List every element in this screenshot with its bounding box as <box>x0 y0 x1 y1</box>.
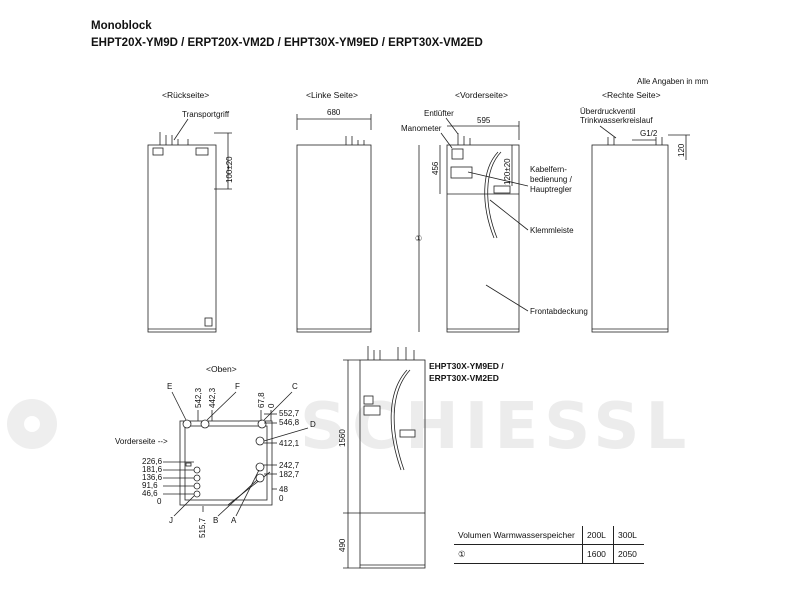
right-view-title: <Rechte Seite> <box>602 90 661 100</box>
front-456-dim: 456 <box>431 161 440 175</box>
remote-label-3: Hauptregler <box>530 185 572 194</box>
front-view: <Vorderseite> Entlüfter Manometer 595 45… <box>401 90 588 333</box>
table-row: ① 1600 2050 <box>454 544 644 564</box>
right-dim-412: 412,1 <box>279 439 300 448</box>
right-120-dim: 120 <box>677 143 686 157</box>
left-side-view: <Linke Seite> 680 <box>296 90 372 333</box>
table-cell: 2050 <box>613 544 644 564</box>
g12-label: G1/2 <box>640 129 658 138</box>
fitting-letter-j: J <box>169 516 173 525</box>
left-dim-136: 136,6 <box>142 473 163 482</box>
terminal-label: Klemmleiste <box>530 226 574 235</box>
relief-valve-label-1: Überdruckventil <box>580 107 636 116</box>
table-row: Volumen Warmwasserspeicher 200L 300L <box>454 526 644 545</box>
rear-view: <Rückseite> Transportgriff 100±20 <box>147 90 234 333</box>
left-dim-46: 46,6 <box>142 489 158 498</box>
front-cover-label: Frontabdeckung <box>530 307 588 316</box>
front-width-dim: 595 <box>477 116 491 125</box>
right-dim-546: 546,8 <box>279 418 300 427</box>
fitting-letter-d: D <box>310 420 316 429</box>
right-dim-242: 242,7 <box>279 461 300 470</box>
model-label-1: EHPT30X-YM9ED / <box>429 361 504 371</box>
diagram-subtitle: EHPT20X-YM9D / ERPT20X-VM2D / EHPT30X-YM… <box>91 37 483 49</box>
volume-table: Volumen Warmwasserspeicher 200L 300L ① 1… <box>454 526 644 564</box>
left-dim-181: 181,6 <box>142 465 163 474</box>
diagram-title: Monoblock <box>91 20 152 32</box>
top-dim-0: 0 <box>267 403 276 408</box>
top-dim-67: 67,8 <box>257 392 266 408</box>
remote-label-1: Kabelfern- <box>530 165 567 174</box>
right-dim-552: 552,7 <box>279 409 300 418</box>
left-depth-dim: 680 <box>327 108 341 117</box>
table-cell: ① <box>454 544 583 564</box>
fitting-letter-f: F <box>235 382 240 391</box>
left-view-title: <Linke Seite> <box>306 90 358 100</box>
left-dim-91: 91,6 <box>142 481 158 490</box>
top-view: <Oben> 542,3 442,3 67,8 0 E F C D 552,7 … <box>115 364 316 538</box>
model-label-2: ERPT30X-VM2ED <box>429 373 499 383</box>
left-dim-226: 226,6 <box>142 457 163 466</box>
units-note: Alle Angaben in mm <box>637 77 708 86</box>
fitting-letter-c: C <box>292 382 298 391</box>
remote-label-2: bedienung / <box>530 175 573 184</box>
table-cell: 300L <box>613 526 644 545</box>
relief-valve-label-2: Trinkwasserkreislauf <box>580 116 653 125</box>
rear-view-title: <Rückseite> <box>162 90 209 100</box>
watermark: SCHIESSL <box>7 390 692 464</box>
top-dim-542: 542,3 <box>194 387 203 408</box>
top-dim-442: 442,3 <box>208 387 217 408</box>
fitting-letter-e: E <box>167 382 172 391</box>
front-side-label: Vorderseite --> <box>115 437 168 446</box>
right-side-view: <Rechte Seite> Überdruckventil Trinkwass… <box>580 90 690 333</box>
watermark-text: SCHIESSL <box>300 390 692 464</box>
front-120-dim: 120±20 <box>503 158 512 185</box>
front-view-title: <Vorderseite> <box>455 90 508 100</box>
vent-label: Entlüfter <box>424 109 454 118</box>
left-dim-0: 0 <box>157 497 162 506</box>
transport-handle-label: Transportgriff <box>182 110 230 119</box>
right-dim-0: 0 <box>279 494 284 503</box>
table-cell: Volumen Warmwasserspeicher <box>454 526 583 545</box>
rear-height-dim: 100±20 <box>225 156 234 183</box>
bottom-dim-515: 515,7 <box>198 517 207 538</box>
top-view-title: <Oben> <box>206 364 237 374</box>
table-cell: 1600 <box>582 544 614 564</box>
fitting-letter-b: B <box>213 516 218 525</box>
front-height-mark: ① <box>415 234 422 243</box>
right-dim-48: 48 <box>279 485 288 494</box>
model-1560-dim: 1560 <box>338 429 347 447</box>
right-dim-182: 182,7 <box>279 470 300 479</box>
gauge-label: Manometer <box>401 124 442 133</box>
model-490-dim: 490 <box>338 538 347 552</box>
model-300l-view: 1560 490 EHPT30X-YM9ED / ERPT30X-VM2ED <box>338 346 504 569</box>
fitting-letter-a: A <box>231 516 237 525</box>
table-cell: 200L <box>582 526 614 545</box>
